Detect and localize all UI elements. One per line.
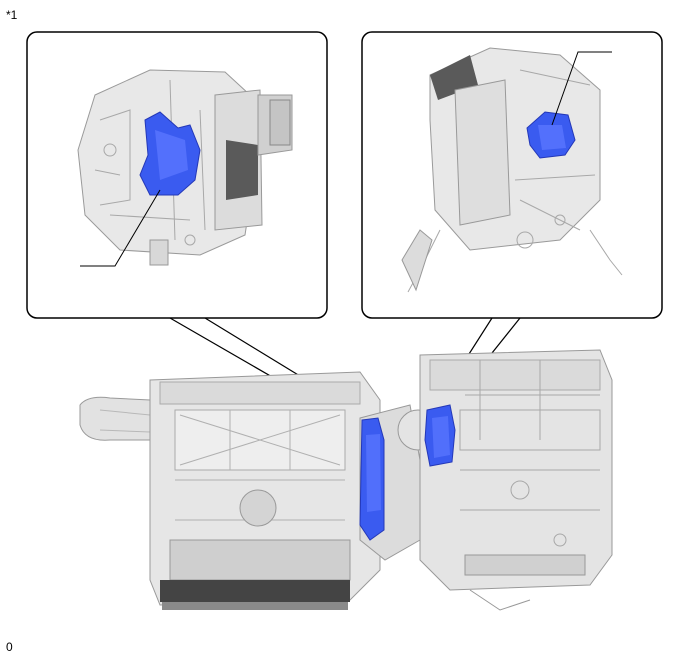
detail-panel-right [361, 31, 663, 319]
figure-label: *1 [6, 8, 18, 22]
footer-label: 0 [6, 640, 13, 654]
detail-panel-left [26, 31, 328, 319]
hvac-main-unit [79, 349, 613, 611]
